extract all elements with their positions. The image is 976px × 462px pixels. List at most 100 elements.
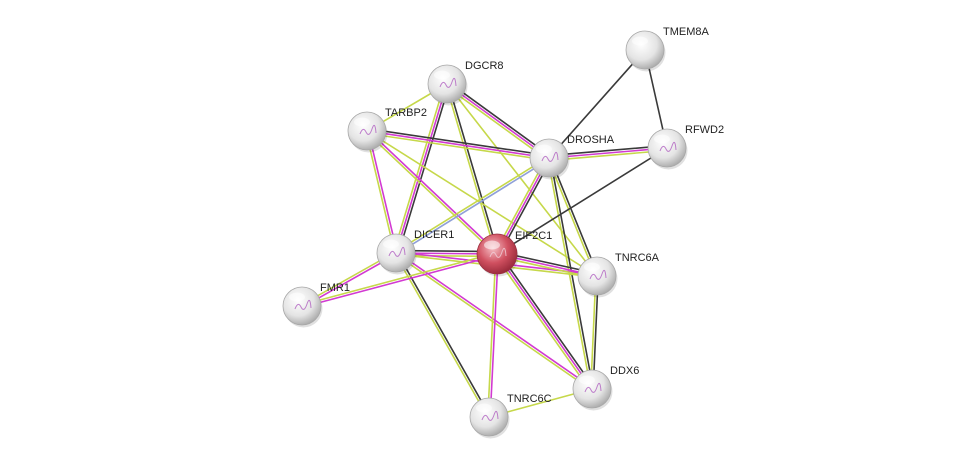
node-tnrc6a[interactable]: TNRC6A bbox=[577, 252, 660, 298]
node-bubble bbox=[476, 233, 518, 275]
node-bubble bbox=[572, 369, 612, 409]
edge-evidence-yellow bbox=[487, 253, 497, 418]
protein-structure-icon bbox=[388, 246, 406, 257]
node-bubble bbox=[469, 397, 509, 437]
node-label: TARBP2 bbox=[385, 107, 427, 119]
protein-structure-icon bbox=[659, 141, 677, 152]
protein-structure-icon bbox=[489, 247, 507, 258]
node-label: FMR1 bbox=[320, 282, 350, 294]
node-bubble bbox=[529, 138, 569, 178]
node-bubble bbox=[647, 128, 687, 168]
edge-evidence-yellow bbox=[392, 82, 446, 254]
edge-evidence-yellow bbox=[548, 149, 669, 162]
protein-structure-icon bbox=[439, 77, 457, 88]
edge-evidence-yellow bbox=[494, 254, 591, 392]
node-rfwd2[interactable]: RFWD2 bbox=[647, 124, 724, 170]
edge-evidence-black bbox=[397, 83, 451, 255]
edge-evidence-black bbox=[447, 82, 499, 255]
node-label: TNRC6A bbox=[615, 252, 660, 264]
node-label: DROSHA bbox=[567, 134, 615, 146]
node-highlight bbox=[654, 134, 670, 144]
edge-dgcr8-tnrc6a[interactable] bbox=[446, 83, 598, 277]
edge-evidence-yellow bbox=[444, 85, 549, 161]
node-label: TMEM8A bbox=[663, 26, 710, 38]
node-label: DGCR8 bbox=[465, 60, 504, 72]
edge-rfwd2-eif2c1[interactable] bbox=[496, 147, 668, 255]
edge-dgcr8-drosha[interactable] bbox=[444, 81, 552, 161]
edge-evidence-magenta bbox=[489, 253, 499, 418]
edge-drosha-tnrc6a[interactable] bbox=[547, 156, 599, 278]
node-tmem8a[interactable]: TMEM8A bbox=[625, 26, 710, 72]
edge-evidence-magenta bbox=[301, 254, 499, 308]
node-eif2c1[interactable]: EIF2C1 bbox=[476, 230, 552, 277]
edge-evidence-yellow bbox=[394, 156, 550, 253]
protein-structure-icon bbox=[589, 269, 607, 280]
edge-dgcr8-dicer1[interactable] bbox=[392, 82, 451, 255]
edge-evidence-black bbox=[496, 147, 668, 255]
edge-evidence-yellow bbox=[394, 252, 489, 419]
edge-evidence-black bbox=[396, 251, 491, 418]
node-tnrc6c[interactable]: TNRC6C bbox=[469, 393, 552, 439]
node-bubble bbox=[427, 64, 467, 104]
edge-evidence-black bbox=[366, 127, 551, 157]
node-highlight bbox=[383, 239, 399, 249]
node-fmr1[interactable]: FMR1 bbox=[282, 282, 350, 328]
edge-evidence-yellow bbox=[547, 157, 597, 278]
edge-evidence-black bbox=[547, 144, 668, 157]
edge-tarbp2-tnrc6a[interactable] bbox=[366, 130, 598, 277]
edge-drosha-tmem8a[interactable] bbox=[548, 49, 646, 159]
edge-evidence-magenta bbox=[366, 130, 550, 159]
edge-evidence-yellow bbox=[445, 83, 497, 256]
node-highlight bbox=[536, 144, 552, 154]
edge-evidence-magenta bbox=[496, 253, 593, 390]
edge-evidence-yellow bbox=[446, 83, 598, 277]
node-highlight bbox=[289, 292, 305, 302]
protein-structure-icon bbox=[359, 124, 377, 135]
edge-dicer1-tnrc6c[interactable] bbox=[394, 251, 491, 419]
node-label: EIF2C1 bbox=[515, 230, 552, 242]
edge-evidence-yellow bbox=[394, 253, 593, 391]
protein-structure-icon bbox=[481, 410, 499, 421]
edge-evidence-black bbox=[548, 49, 646, 159]
edge-layer bbox=[300, 49, 669, 419]
edge-drosha-dicer1[interactable] bbox=[394, 156, 551, 255]
node-highlight bbox=[434, 70, 450, 80]
edge-evidence-magenta bbox=[367, 129, 499, 254]
node-highlight bbox=[584, 262, 600, 272]
node-tarbp2[interactable]: TARBP2 bbox=[347, 107, 427, 153]
edge-tarbp2-eif2c1[interactable] bbox=[365, 129, 499, 256]
edge-evidence-black bbox=[447, 81, 552, 157]
edge-evidence-magenta bbox=[395, 83, 448, 254]
edge-tarbp2-drosha[interactable] bbox=[365, 127, 551, 162]
node-dicer1[interactable]: DICER1 bbox=[376, 229, 454, 275]
protein-structure-icon bbox=[541, 151, 559, 162]
protein-structure-icon bbox=[294, 299, 312, 310]
node-bubble bbox=[376, 233, 416, 273]
protein-structure-icon bbox=[584, 382, 602, 393]
edge-evidence-magenta bbox=[446, 83, 550, 159]
edge-eif2c1-fmr1[interactable] bbox=[300, 252, 499, 308]
node-bubble bbox=[625, 30, 665, 70]
edge-evidence-black bbox=[498, 251, 595, 389]
edge-evidence-black bbox=[549, 156, 599, 277]
node-label: DDX6 bbox=[610, 365, 639, 377]
node-highlight bbox=[354, 117, 370, 127]
edge-dgcr8-eif2c1[interactable] bbox=[445, 82, 499, 256]
edge-evidence-yellow bbox=[366, 130, 598, 277]
node-dgcr8[interactable]: DGCR8 bbox=[427, 60, 504, 106]
node-highlight bbox=[484, 240, 500, 250]
edge-eif2c1-ddx6[interactable] bbox=[494, 251, 595, 392]
edge-evidence-yellow bbox=[365, 132, 550, 162]
node-bubble bbox=[577, 256, 617, 296]
edge-evidence-yellow bbox=[365, 130, 396, 255]
edge-drosha-rfwd2[interactable] bbox=[547, 144, 669, 162]
node-drosha[interactable]: DROSHA bbox=[529, 134, 615, 180]
node-label: DICER1 bbox=[414, 229, 454, 241]
edge-evidence-yellow bbox=[300, 252, 498, 306]
node-ddx6[interactable]: DDX6 bbox=[572, 365, 639, 411]
node-bubble bbox=[282, 286, 322, 326]
edge-eif2c1-tnrc6c[interactable] bbox=[487, 253, 499, 418]
edge-tarbp2-dicer1[interactable] bbox=[365, 129, 398, 255]
